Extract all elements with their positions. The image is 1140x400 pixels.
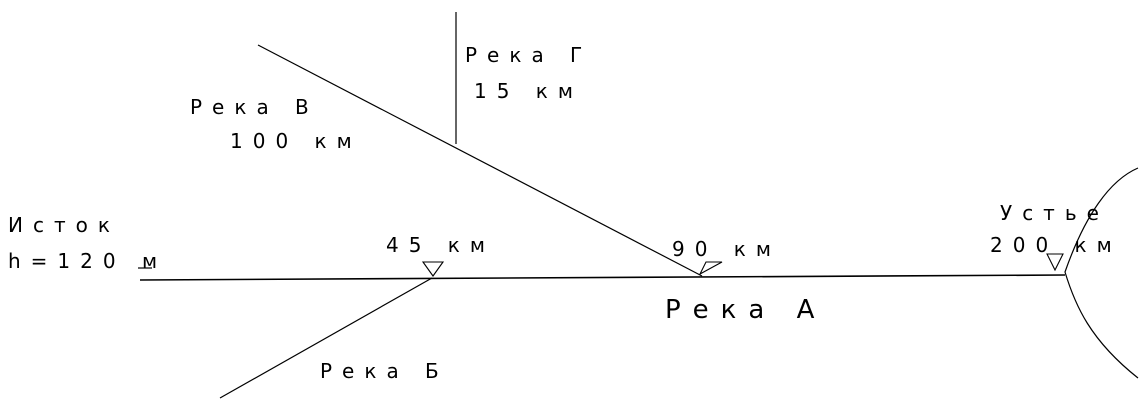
river-a-label: Река А	[665, 295, 826, 325]
river-g-length-label: 15 км	[474, 79, 583, 103]
km-90-label: 90 км	[672, 237, 781, 261]
river-b-label: Река Б	[320, 359, 449, 383]
mouth-title-label: Устье	[1000, 201, 1109, 225]
km-200-label: 200 км	[990, 233, 1122, 257]
source-title-label: Исток	[8, 213, 120, 237]
source-height-label: h=120 м	[8, 249, 167, 273]
river-a-line	[139, 274, 1066, 281]
river-g-label: Река Г	[465, 43, 592, 67]
km-45-marker-icon	[421, 261, 445, 277]
river-v-label: Река В	[190, 95, 319, 119]
river-v-line	[257, 44, 703, 277]
river-v-length-label: 100 км	[230, 129, 362, 153]
km-90-marker-icon	[698, 261, 723, 276]
km-200-marker-icon	[1046, 253, 1064, 272]
coastline-line	[1064, 167, 1139, 379]
km-45-label: 45 км	[386, 233, 495, 257]
river-b-line	[219, 277, 433, 399]
